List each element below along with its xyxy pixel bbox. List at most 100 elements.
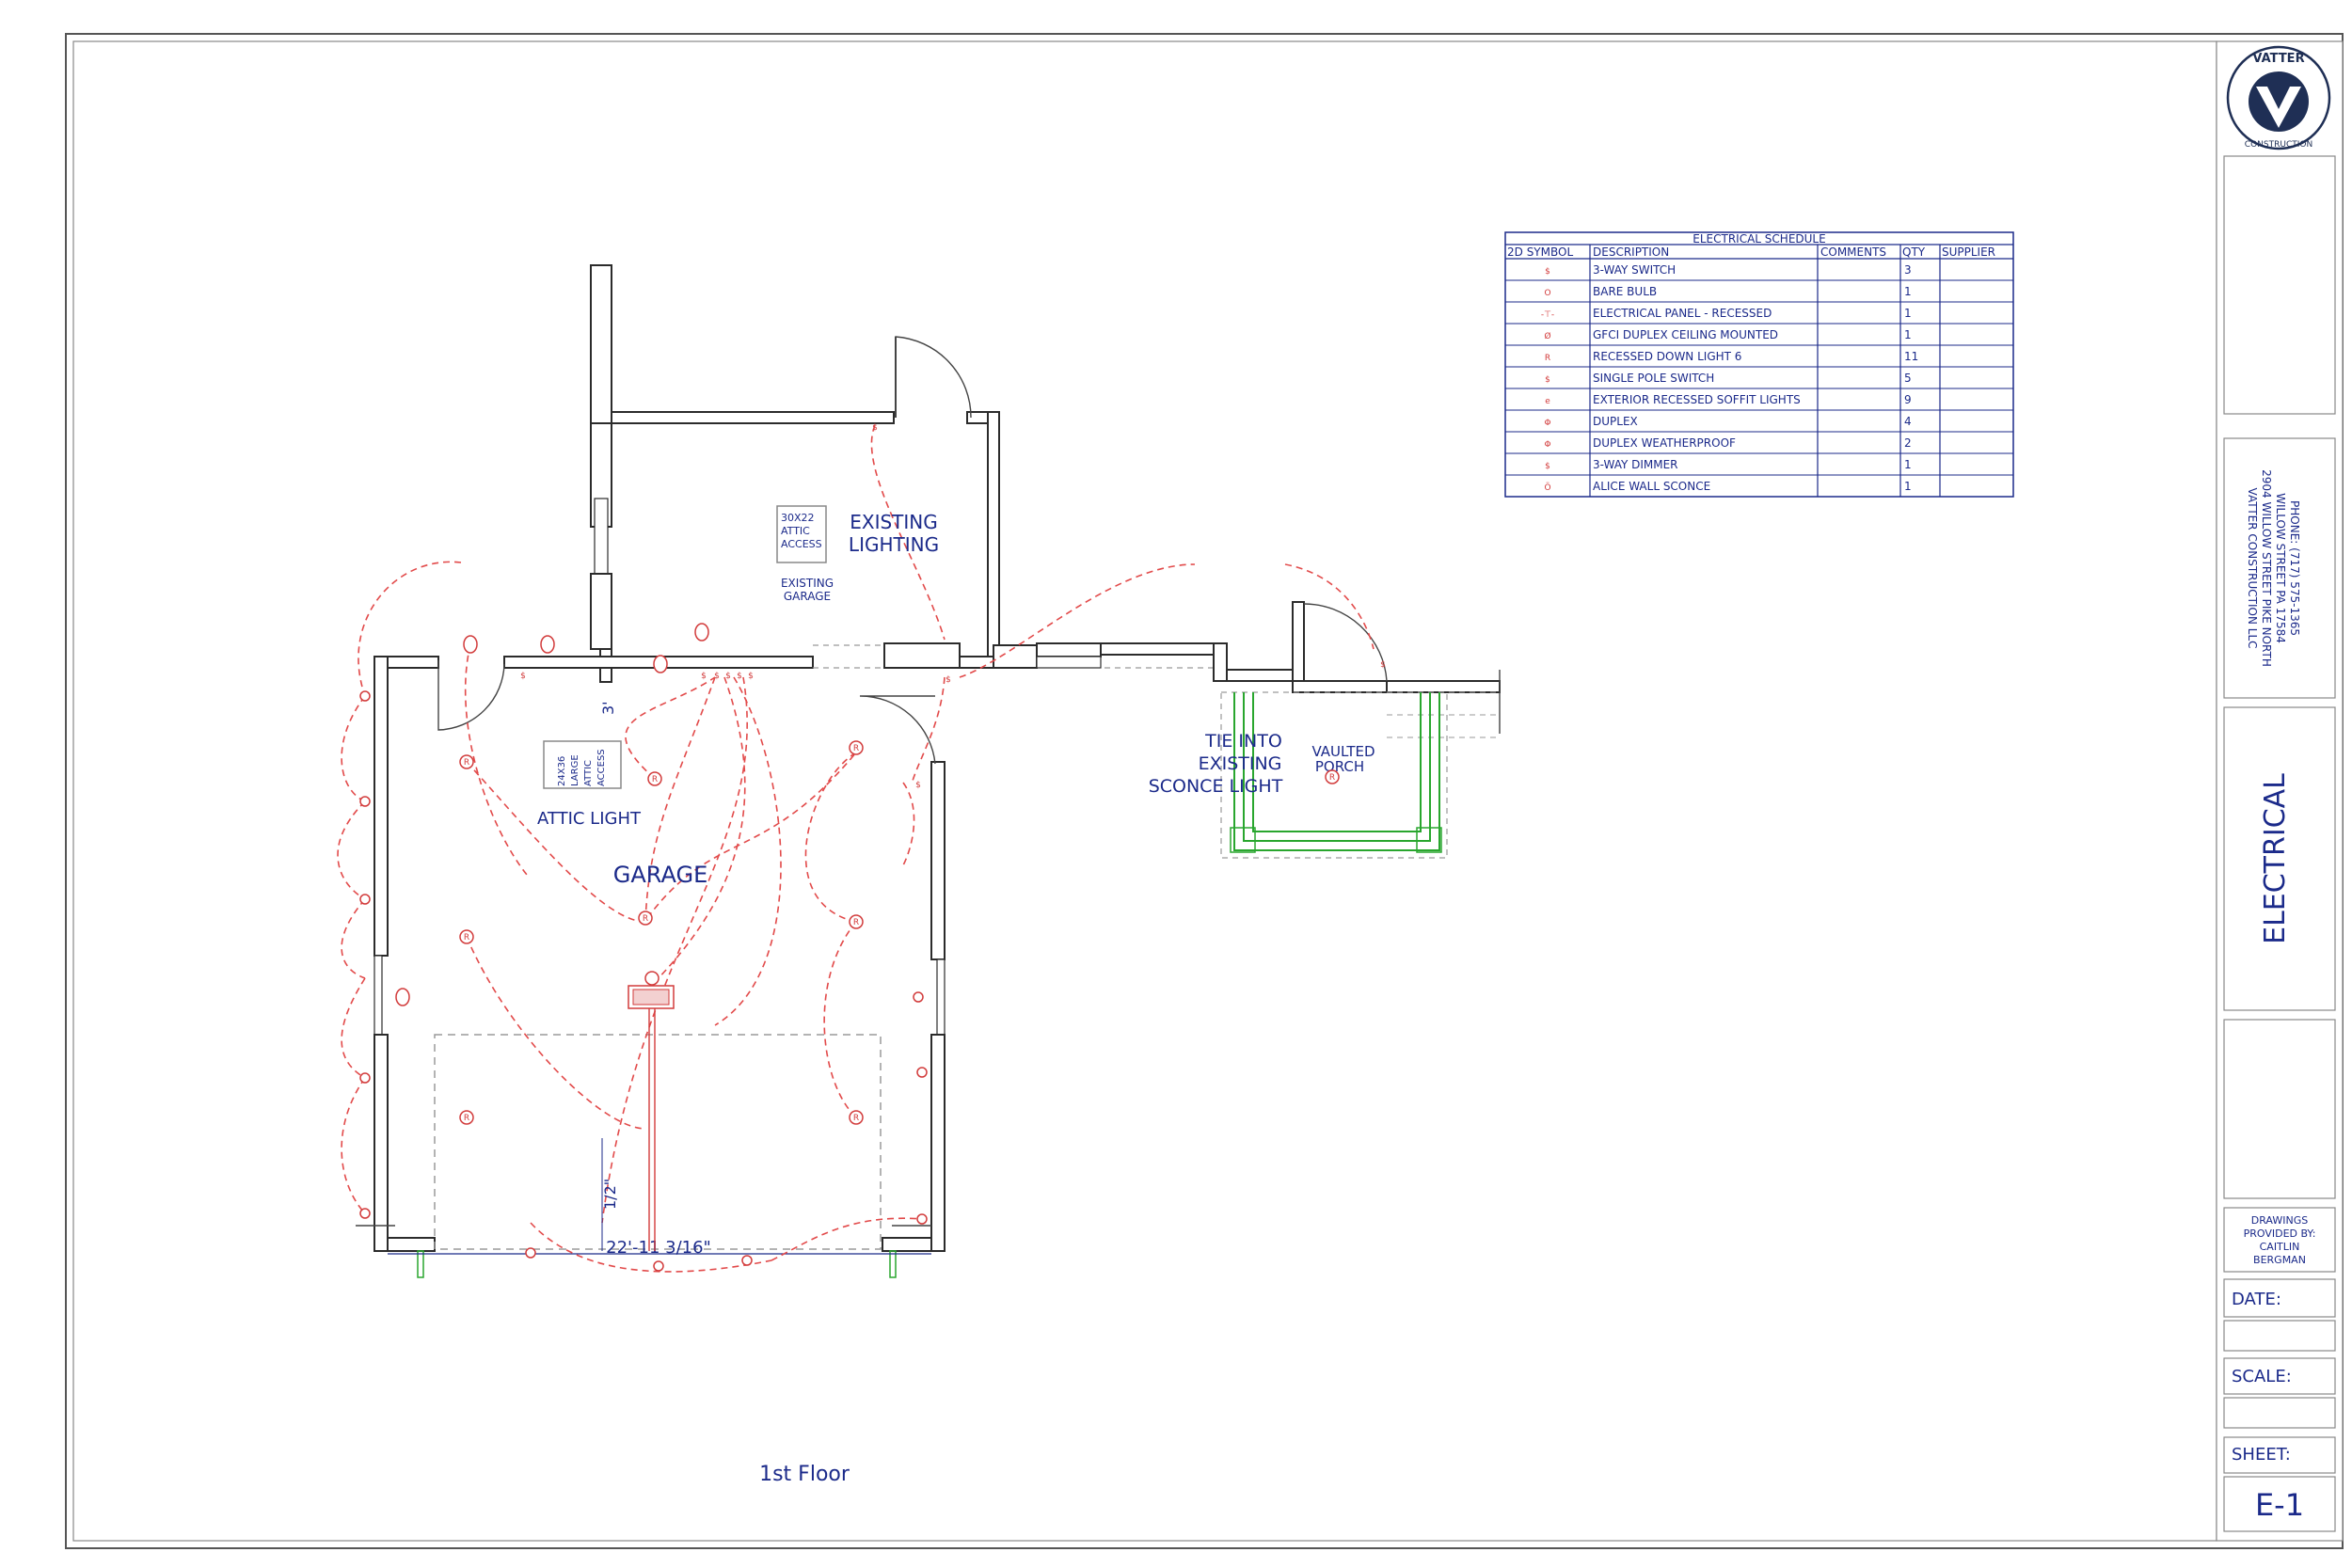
recessed-light-mark: R	[643, 914, 648, 924]
schedule-header-supplier: SUPPLIER	[1942, 245, 1995, 259]
dim-width: 22'-11 3/16"	[606, 1238, 711, 1258]
schedule-row-description: ELECTRICAL PANEL - RECESSED	[1593, 307, 1772, 320]
schedule-row-description: 3-WAY DIMMER	[1593, 458, 1678, 471]
recessed-light-mark: R	[853, 744, 859, 753]
soffit-light-icon	[741, 1255, 753, 1266]
schedule-header-description: DESCRIPTION	[1593, 245, 1669, 259]
schedule-row-symbol: -⊤-	[1541, 310, 1554, 320]
porch-door-swing	[1303, 603, 1388, 682]
recessed-down-light-icon	[638, 911, 653, 926]
label-existing-garage-2: GARAGE	[784, 590, 831, 603]
schedule-row-symbol: $	[1545, 267, 1550, 277]
attic-large-3: ATTIC	[583, 760, 594, 786]
floor-plan: 30X22 ATTIC ACCESS 24X36 LARGE ATTIC ACC…	[337, 264, 1501, 1486]
schedule-row-qty: 9	[1904, 393, 1912, 406]
label-tie-into-1: TIE INTO	[1204, 731, 1282, 752]
schedule-row-qty: 4	[1904, 415, 1912, 428]
soffit-light-icon	[916, 1067, 928, 1078]
schedule-row-symbol: O	[1544, 289, 1550, 298]
schedule-row-qty: 1	[1904, 328, 1912, 341]
schedule-row-symbol: R	[1545, 354, 1550, 363]
soffit-light-icon	[913, 991, 924, 1003]
recessed-down-light-icon	[849, 740, 864, 755]
duplex-outlet-icon	[463, 635, 478, 654]
schedule-row-symbol: $	[1545, 462, 1550, 471]
attic-small-1: 30X22	[781, 512, 815, 524]
vaulted-porch-outline	[1220, 691, 1448, 859]
recessed-down-light-icon	[459, 754, 474, 769]
schedule-row-qty: 1	[1904, 307, 1912, 320]
attic-small-3: ACCESS	[781, 538, 822, 550]
garage-door-swing-left	[437, 660, 505, 731]
label-vaulted-2: PORCH	[1315, 758, 1364, 775]
soffit-light-icon	[916, 1213, 928, 1225]
label-tie-into-3: SCONCE LIGHT	[1149, 776, 1283, 797]
soffit-light-icon	[359, 796, 371, 807]
drawings-line-2: PROVIDED BY:	[2244, 1227, 2316, 1240]
company-line-1: VATTER CONSTRUCTION LLC	[2246, 487, 2259, 648]
recessed-light-mark: R	[652, 775, 658, 784]
switch-icon: $	[1380, 660, 1386, 670]
schedule-title: ELECTRICAL SCHEDULE	[1692, 232, 1825, 245]
soffit-light-icon	[359, 1072, 371, 1084]
soffit-light-icon	[359, 1208, 371, 1219]
schedule-row-symbol: Ø	[1544, 331, 1550, 341]
attic-access-small	[776, 505, 827, 563]
sheet-number: E-1	[2255, 1487, 2304, 1523]
label-existing-garage-1: EXISTING	[781, 577, 834, 590]
schedule-row-qty: 11	[1904, 350, 1918, 363]
schedule-header-comments: COMMENTS	[1820, 245, 1886, 259]
soffit-light-icon	[359, 894, 371, 905]
company-line-4: PHONE: (717) 575-1365	[2288, 500, 2301, 636]
switch-icon: $	[872, 423, 878, 433]
soffit-light-icon	[525, 1247, 536, 1259]
recessed-down-light-icon	[459, 929, 474, 944]
label-existing-lighting-1: EXISTING	[850, 511, 938, 533]
wiring-runs	[337, 424, 1375, 1273]
inner-border	[72, 40, 2217, 1542]
switch-icon: $	[701, 672, 707, 681]
schedule-row-qty: 1	[1904, 458, 1912, 471]
schedule-header-qty: QTY	[1902, 245, 1926, 259]
garage-door-swing-right	[859, 695, 936, 765]
schedule-row-description: DUPLEX WEATHERPROOF	[1593, 436, 1736, 450]
title-block: VATTER CONSTRUCTION VATTER CONSTRUCTION …	[2216, 40, 2344, 1542]
recessed-light-mark: R	[853, 918, 859, 927]
upper-door-swing	[895, 336, 972, 419]
electrical-schedule-table: ELECTRICAL SCHEDULE 2D SYMBOL DESCRIPTIO…	[1504, 231, 2014, 498]
recessed-down-light-icon	[647, 771, 662, 786]
electrical-panel	[628, 971, 675, 1251]
schedule-header-symbol: 2D SYMBOL	[1507, 245, 1573, 259]
schedule-row-description: RECESSED DOWN LIGHT 6	[1593, 350, 1741, 363]
recessed-light-mark: R	[464, 1114, 469, 1123]
company-line-3: WILLOW STREET PA 17584	[2274, 493, 2287, 643]
car-area-outline	[434, 1034, 882, 1250]
logo-text-bottom: CONSTRUCTION	[2245, 140, 2312, 150]
schedule-row-qty: 2	[1904, 436, 1912, 450]
company-line-2: 2904 WILLOW STREET PIKE NORTH	[2260, 469, 2273, 667]
sheet-name: ELECTRICAL	[2259, 773, 2292, 944]
label-vaulted-1: VAULTED	[1311, 743, 1375, 760]
schedule-row-symbol: Φ	[1544, 440, 1550, 450]
recessed-down-light-icon	[1325, 769, 1340, 784]
label-garage: GARAGE	[613, 862, 707, 888]
duplex-outlet-icon	[653, 655, 668, 673]
soffit-light-icon	[359, 690, 371, 702]
soffit-light-icon	[653, 1260, 664, 1272]
schedule-row-description: 3-WAY SWITCH	[1593, 263, 1676, 277]
switch-icon: $	[946, 675, 951, 685]
schedule-row-qty: 5	[1904, 372, 1912, 385]
schedule-row-symbol: $	[1545, 375, 1550, 385]
schedule-row-symbol: e	[1545, 397, 1550, 406]
recessed-down-light-icon	[849, 914, 864, 929]
recessed-down-light-icon	[849, 1110, 864, 1125]
attic-access-large	[543, 740, 622, 789]
label-existing-lighting-2: LIGHTING	[849, 533, 939, 556]
switch-icon: $	[915, 781, 921, 790]
dim-three-feet: 3'	[599, 701, 617, 715]
garage-walls	[356, 642, 961, 1278]
recessed-down-light-icon	[459, 1110, 474, 1125]
